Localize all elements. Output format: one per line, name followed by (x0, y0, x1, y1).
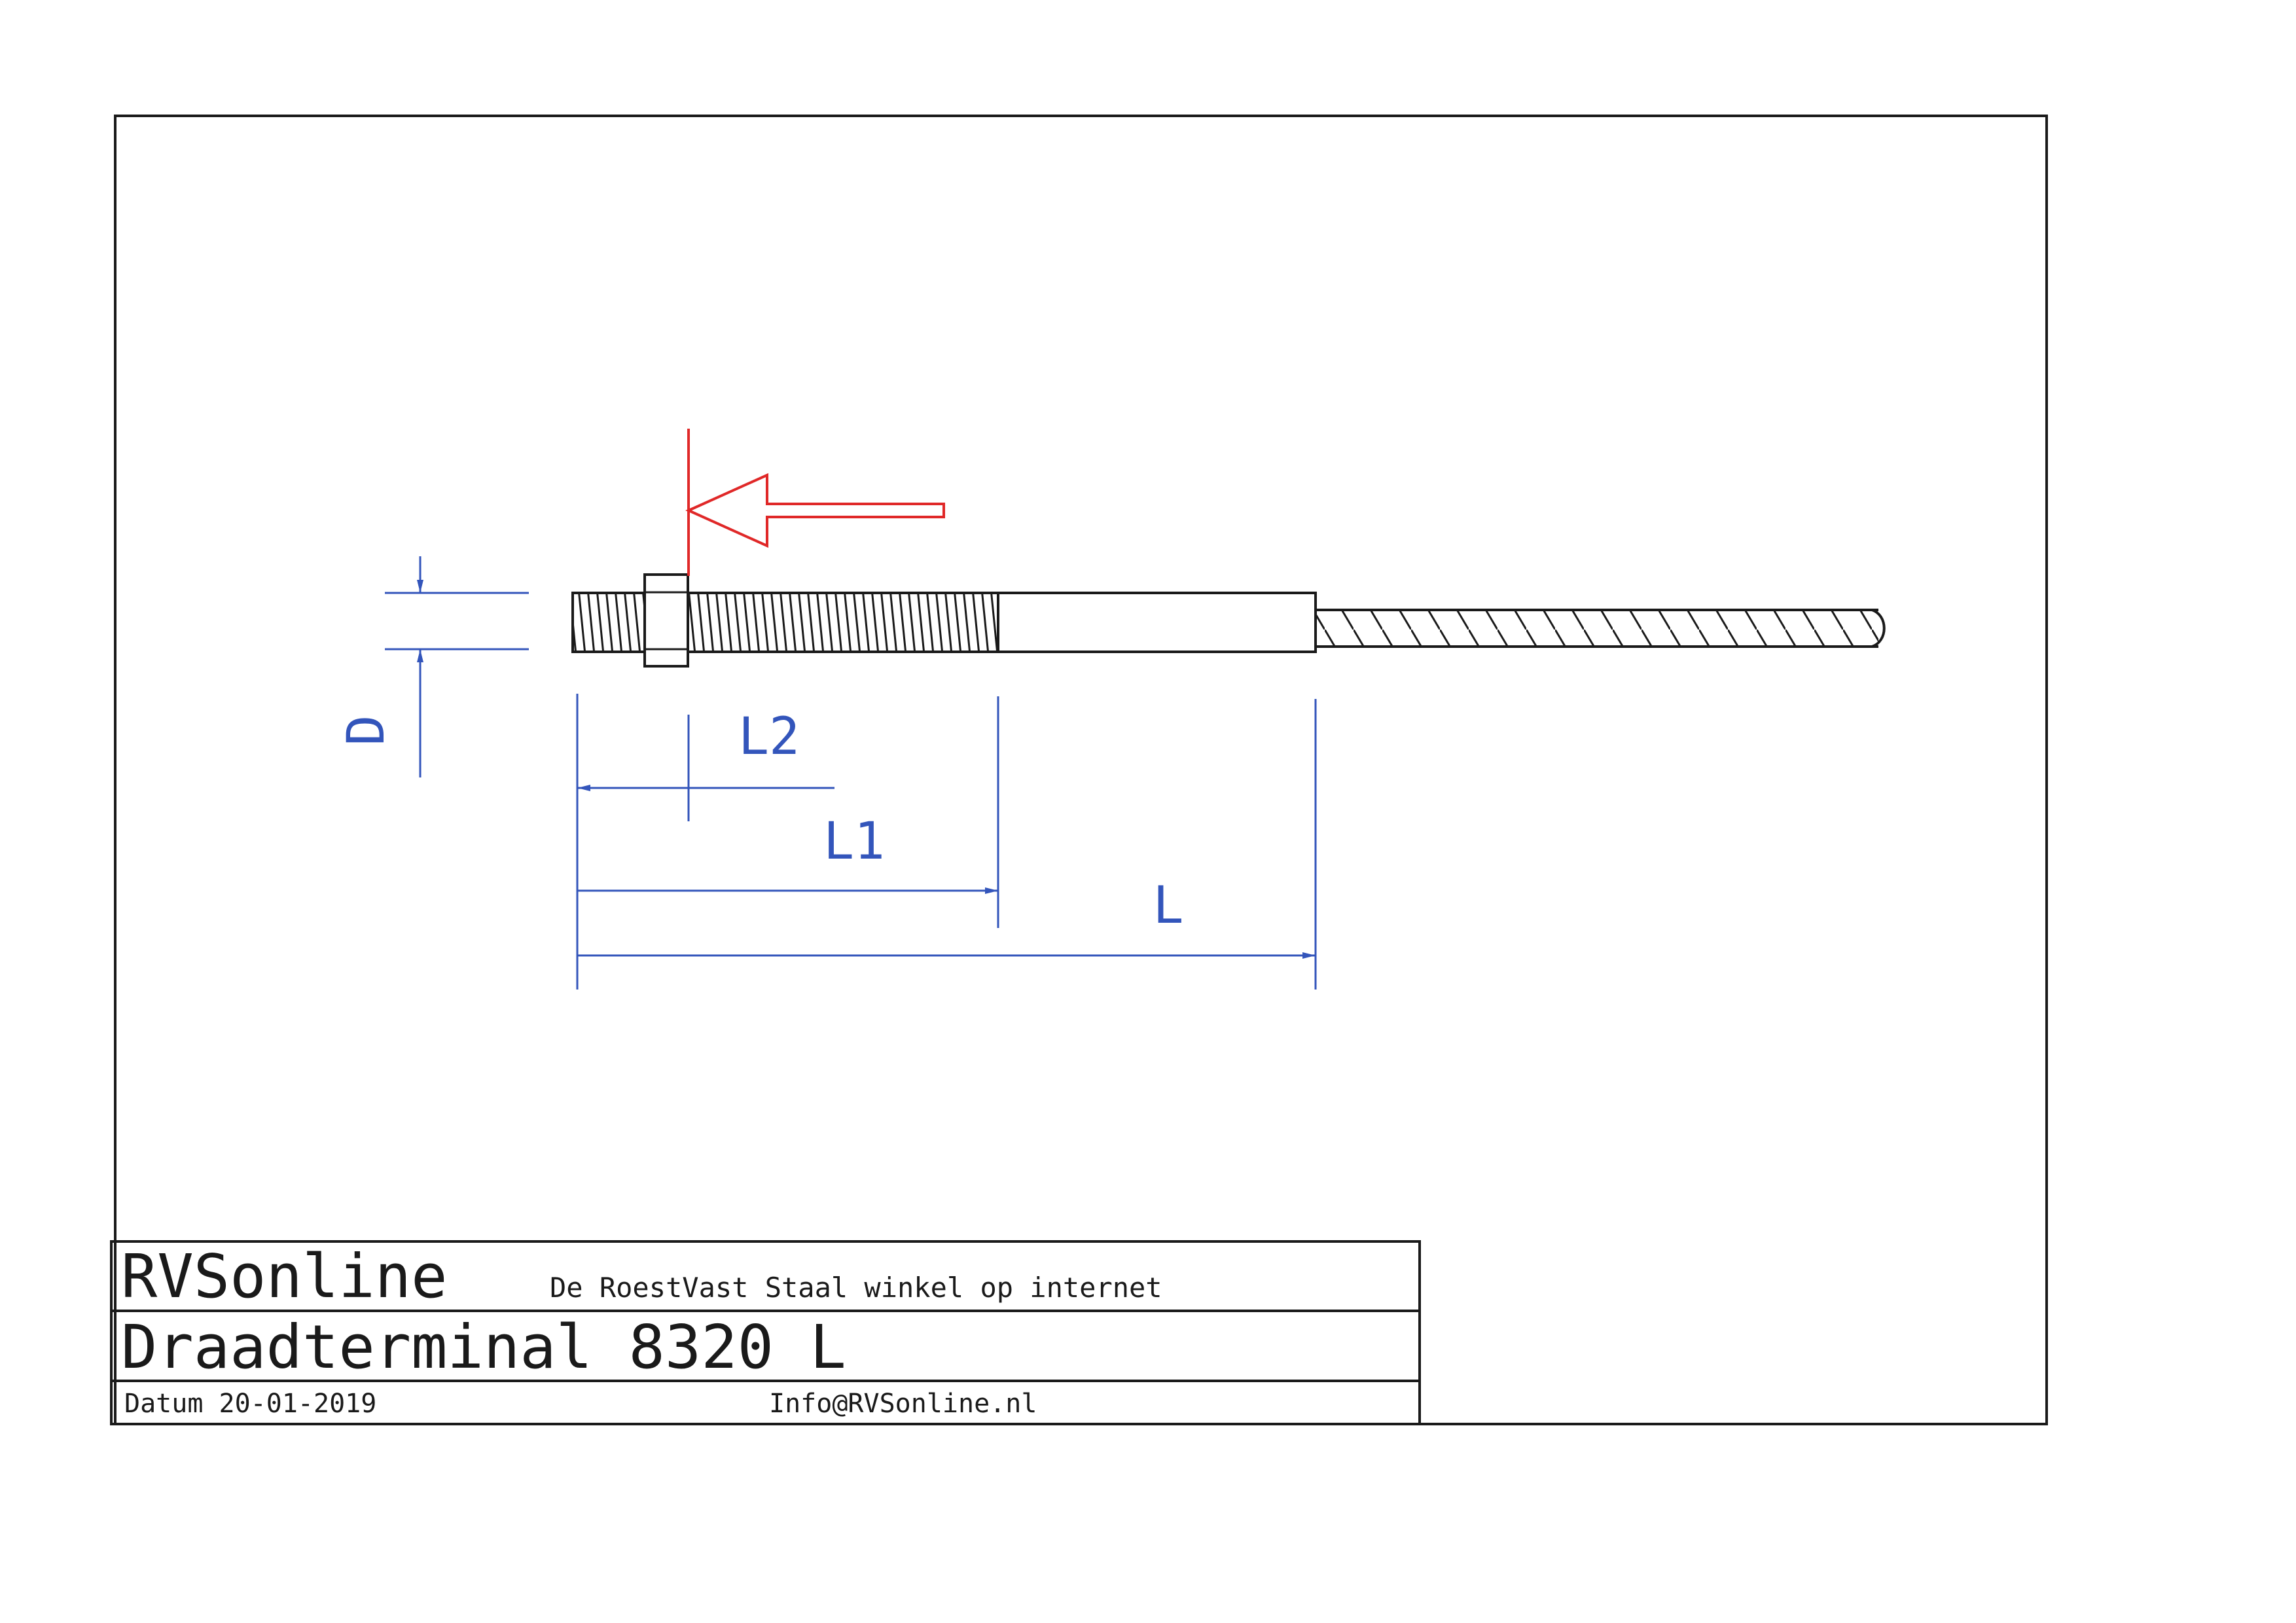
dimension-l: L (577, 876, 1316, 959)
dimension-label-l2: L2 (738, 707, 800, 766)
date-label: Datum 20-01-2019 (124, 1389, 376, 1419)
company-tagline: De RoestVast Staal winkel op internet (550, 1272, 1162, 1304)
dimension-l2: L2 (577, 707, 834, 791)
threaded-rod (571, 592, 999, 653)
dimension-extension-lines (576, 694, 1317, 990)
contact-email: Info@RVSonline.nl (769, 1389, 1037, 1419)
hex-nut (643, 573, 689, 668)
terminal-sleeve (997, 592, 1317, 653)
red-indicator-arrow (685, 429, 945, 576)
dimension-d: D (337, 556, 529, 777)
dimension-label-d: D (337, 715, 396, 746)
terminal-part (571, 573, 1886, 668)
company-name: RVSonline (121, 1241, 448, 1311)
dimension-label-l1: L1 (823, 812, 885, 871)
title-block: RVSonline De RoestVast Staal winkel op i… (110, 1240, 1421, 1425)
drawing-frame (114, 115, 2048, 1425)
wire-cable (1316, 609, 1886, 648)
part-title: Draadterminal 8320 L (121, 1312, 846, 1382)
dimension-label-l: L (1153, 876, 1184, 935)
dimension-l1: L1 (577, 812, 998, 894)
